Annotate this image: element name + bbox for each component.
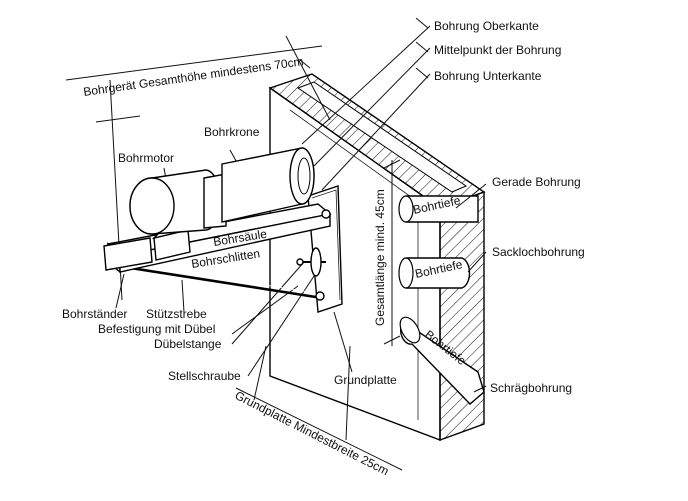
wall-side-face bbox=[439, 191, 485, 441]
label-sacklochbohrung: Sacklochbohrung bbox=[492, 245, 585, 259]
label-bohrung-unterkante: Bohrung Unterkante bbox=[434, 69, 542, 83]
label-stellschraube: Stellschraube bbox=[168, 369, 241, 383]
guide-lines bbox=[65, 17, 487, 471]
label-bohrstaender: Bohrständer bbox=[62, 307, 127, 321]
leader-duebelstange bbox=[231, 261, 305, 345]
height-dim-line bbox=[65, 45, 323, 81]
leader-bohrstaender bbox=[115, 273, 125, 309]
dowel-anchor bbox=[315, 291, 325, 301]
leader-sackloch bbox=[467, 251, 487, 273]
hole-angled-opening bbox=[399, 316, 421, 344]
leader-grundplatte bbox=[333, 311, 353, 373]
label-bohrkrone: Bohrkrone bbox=[204, 125, 260, 139]
leader-gerade bbox=[455, 183, 487, 209]
label-bohrmotor: Bohrmotor bbox=[118, 151, 174, 165]
dowel-rod bbox=[310, 247, 322, 277]
leader-stellschraube bbox=[247, 269, 319, 377]
stand-block bbox=[103, 237, 153, 271]
drill-holes bbox=[398, 195, 485, 405]
height-tick-right bbox=[299, 59, 311, 69]
leader-schraeg bbox=[473, 385, 487, 393]
label-mittelpunkt: Mittelpunkt der Bohrung bbox=[434, 43, 561, 57]
label-schraegbohrung: Schrägbohrung bbox=[490, 381, 572, 395]
label-gesamtlaenge: Gesamtlänge mind. 45cm bbox=[373, 189, 387, 326]
label-bohrung-oberkante: Bohrung Oberkante bbox=[434, 19, 539, 33]
leader-oberkante bbox=[301, 25, 431, 145]
drill-rig bbox=[103, 147, 343, 313]
height-dim-right-ext bbox=[285, 35, 331, 121]
base-dim-line bbox=[235, 387, 403, 471]
label-befestigung: Befestigung mit Dübel bbox=[98, 322, 215, 336]
label-stuetzstrebe: Stützstrebe bbox=[146, 307, 207, 321]
hole-straight-opening bbox=[398, 195, 414, 223]
leader-befestigung bbox=[231, 285, 299, 335]
label-grundplatte: Grundplatte bbox=[334, 373, 397, 387]
leader-stuetzstrebe bbox=[181, 279, 185, 313]
height-tick-left bbox=[95, 115, 141, 123]
support-strut bbox=[117, 264, 323, 300]
hole-blind-opening bbox=[398, 257, 414, 289]
label-gerade-bohrung: Gerade Bohrung bbox=[492, 175, 581, 189]
leader-mittelpunkt bbox=[311, 47, 431, 169]
label-duebelstange: Dübelstange bbox=[154, 337, 222, 351]
leader-unterkante bbox=[321, 73, 431, 191]
